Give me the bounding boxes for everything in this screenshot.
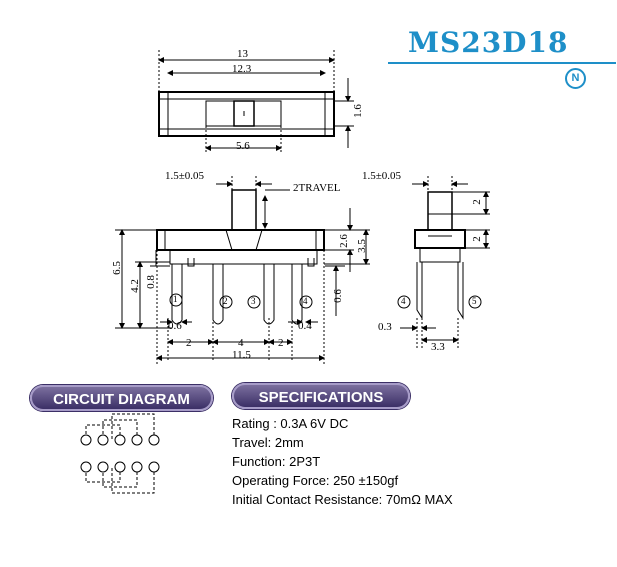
spec-operating-force: Operating Force: 250 ±150gf [232, 473, 399, 488]
dim-pitch-b: 4 [238, 337, 244, 349]
specifications-heading: SPECIFICATIONS [232, 383, 410, 409]
dim-side-spacing: 3.3 [431, 341, 445, 353]
dim-offset: 0.8 [144, 275, 157, 289]
pin-3-label: 3 [251, 296, 256, 306]
dim-inner-width: 12.3 [232, 63, 252, 75]
n-badge: N [565, 68, 586, 89]
dim-side-pin: 0.3 [378, 321, 392, 333]
spec-contact-resistance: Initial Contact Resistance: 70mΩ MAX [232, 492, 453, 507]
front-view [115, 176, 370, 365]
circuit-diagram [80, 413, 160, 494]
dim-slot-width: 5.6 [236, 140, 250, 152]
dim-actuator-side: 1.5±0.05 [362, 170, 402, 182]
pin-2-label: 2 [223, 296, 228, 306]
dim-pin-lower: 4.2 [128, 279, 141, 293]
pin-5-side-label: 5 [472, 296, 477, 306]
dim-total-height: 3.5 [355, 239, 368, 253]
dim-pitch-a: 2 [186, 337, 192, 349]
spec-function: Function: 2P3T [232, 454, 321, 469]
dim-front-width: 11.5 [232, 349, 251, 361]
circuit-diagram-heading: CIRCUIT DIAGRAM [30, 385, 213, 411]
pin-4-side-label: 4 [401, 296, 406, 306]
dim-side-bottom: 2 [470, 236, 483, 242]
pin-1-label: 1 [173, 294, 178, 304]
side-view [397, 176, 490, 348]
dim-gap-right: 0.6 [331, 289, 344, 303]
top-view [158, 50, 354, 154]
dim-overall-width: 13 [237, 48, 248, 60]
dim-pin-thickness: 0.6 [168, 320, 182, 332]
dim-actuator-front: 1.5±0.05 [165, 170, 205, 182]
dim-pin-length: 6.5 [110, 261, 123, 275]
specifications-list: Rating : 0.3A 6V DC Travel: 2mm Function… [232, 414, 453, 509]
pin-4-label: 4 [303, 296, 308, 306]
dim-side-top: 2 [470, 199, 483, 205]
dim-pin-width: 0.4 [298, 320, 312, 332]
dim-height: 1.6 [351, 104, 364, 118]
dim-body-height: 2.6 [337, 234, 350, 248]
model-title: MS23D18 [408, 26, 569, 59]
spec-travel: Travel: 2mm [232, 435, 304, 450]
dim-pitch-c: 2 [278, 337, 284, 349]
spec-rating: Rating : 0.3A 6V DC [232, 416, 349, 431]
title-underline [388, 62, 616, 64]
travel-label: 2TRAVEL [293, 182, 341, 194]
